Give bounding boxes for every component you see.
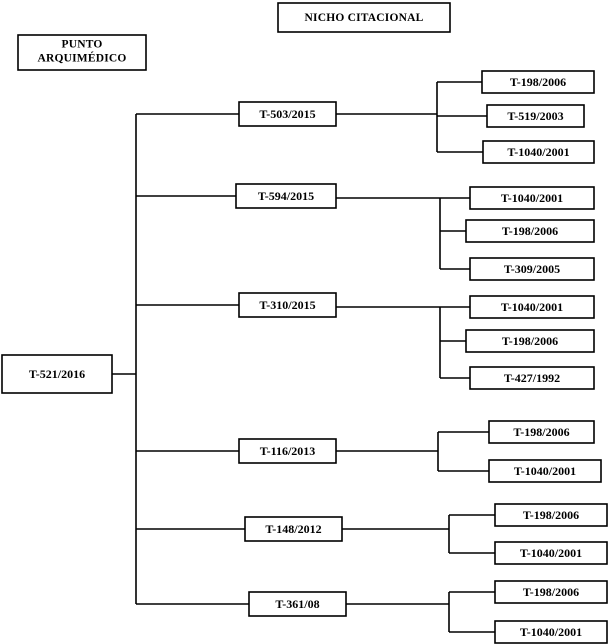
leaf-node-4-0-rect (494, 503, 608, 527)
legend-box-rect (17, 34, 147, 71)
mid-node-5[interactable]: T-361/08 (248, 591, 347, 617)
legend-box: PUNTO ARQUIMÉDICO (17, 34, 147, 71)
mid-node-3[interactable]: T-116/2013 (238, 438, 337, 464)
root-node[interactable]: T-521/2016 (1, 354, 113, 394)
connector-layer (112, 81, 495, 633)
leaf-node-5-0-rect (494, 580, 608, 604)
leaf-node-5-0-label: T-198/2006 (523, 585, 579, 599)
leaf-node-1-2-rect (469, 257, 595, 281)
leaf-node-1-1-rect (465, 219, 595, 243)
leaf-node-4-1-label: T-1040/2001 (520, 546, 582, 560)
mid-node-4[interactable]: T-148/2012 (244, 516, 343, 542)
leaf-node-0-2[interactable]: T-1040/2001 (482, 140, 595, 164)
leaf-node-3-0-label: T-198/2006 (513, 425, 569, 439)
leaf-node-0-0-rect (481, 70, 595, 94)
root-node-rect (1, 354, 113, 394)
title-box: NICHO CITACIONAL (277, 2, 451, 33)
leaf-node-0-2-rect (482, 140, 595, 164)
leaf-node-0-1-rect (486, 104, 585, 128)
leaf-node-2-0-label: T-1040/2001 (501, 300, 563, 314)
leaf-node-4-1[interactable]: T-1040/2001 (494, 541, 608, 565)
legend-box-label-line2: ARQUIMÉDICO (37, 51, 126, 65)
leaf-node-1-2[interactable]: T-309/2005 (469, 257, 595, 281)
leaf-node-5-1-rect (494, 620, 608, 644)
leaf-node-2-1-rect (465, 329, 595, 353)
leaf-node-3-0[interactable]: T-198/2006 (488, 420, 595, 444)
mid-node-2[interactable]: T-310/2015 (238, 292, 337, 318)
leaf-node-0-1-label: T-519/2003 (507, 109, 563, 123)
leaf-node-5-1-label: T-1040/2001 (520, 625, 582, 639)
leaf-node-0-2-label: T-1040/2001 (507, 145, 569, 159)
root-node-label: T-521/2016 (29, 367, 85, 381)
leaf-node-2-1-label: T-198/2006 (502, 334, 558, 348)
leaf-node-4-0-label: T-198/2006 (523, 508, 579, 522)
mid-node-1-label: T-594/2015 (258, 189, 314, 203)
leaf-node-1-2-label: T-309/2005 (504, 262, 560, 276)
leaf-node-3-1[interactable]: T-1040/2001 (488, 459, 602, 483)
leaf-node-2-2-rect (469, 366, 595, 390)
leaf-node-1-0-rect (469, 186, 595, 210)
legend-box-label-line1: PUNTO (61, 39, 102, 51)
node-layer: T-521/2016T-503/2015T-198/2006T-519/2003… (1, 70, 608, 644)
mid-node-4-rect (244, 516, 343, 542)
leaf-node-4-0[interactable]: T-198/2006 (494, 503, 608, 527)
mid-node-0-rect (238, 101, 337, 127)
mid-node-2-label: T-310/2015 (259, 298, 315, 312)
mid-node-2-rect (238, 292, 337, 318)
mid-node-5-label: T-361/08 (275, 597, 319, 611)
leaf-node-3-1-rect (488, 459, 602, 483)
title-box-rect (277, 2, 451, 33)
leaf-node-2-1[interactable]: T-198/2006 (465, 329, 595, 353)
mid-node-1-rect (235, 183, 337, 209)
title-box-label: NICHO CITACIONAL (305, 12, 424, 24)
leaf-node-4-1-rect (494, 541, 608, 565)
mid-node-0[interactable]: T-503/2015 (238, 101, 337, 127)
mid-node-1[interactable]: T-594/2015 (235, 183, 337, 209)
leaf-node-1-0-label: T-1040/2001 (501, 191, 563, 205)
leaf-node-2-2-label: T-427/1992 (504, 371, 560, 385)
leaf-node-2-0[interactable]: T-1040/2001 (469, 295, 595, 319)
leaf-node-5-0[interactable]: T-198/2006 (494, 580, 608, 604)
leaf-node-2-0-rect (469, 295, 595, 319)
leaf-node-1-1-label: T-198/2006 (502, 224, 558, 238)
mid-node-3-rect (238, 438, 337, 464)
leaf-node-5-1[interactable]: T-1040/2001 (494, 620, 608, 644)
mid-node-3-label: T-116/2013 (260, 444, 316, 458)
leaf-node-3-0-rect (488, 420, 595, 444)
leaf-node-1-1[interactable]: T-198/2006 (465, 219, 595, 243)
leaf-node-0-0-label: T-198/2006 (510, 75, 566, 89)
mid-node-0-label: T-503/2015 (259, 107, 315, 121)
leaf-node-0-0[interactable]: T-198/2006 (481, 70, 595, 94)
leaf-node-3-1-label: T-1040/2001 (514, 464, 576, 478)
leaf-node-2-2[interactable]: T-427/1992 (469, 366, 595, 390)
leaf-node-1-0[interactable]: T-1040/2001 (469, 186, 595, 210)
mid-node-4-label: T-148/2012 (265, 522, 321, 536)
mid-node-5-rect (248, 591, 347, 617)
leaf-node-0-1[interactable]: T-519/2003 (486, 104, 585, 128)
